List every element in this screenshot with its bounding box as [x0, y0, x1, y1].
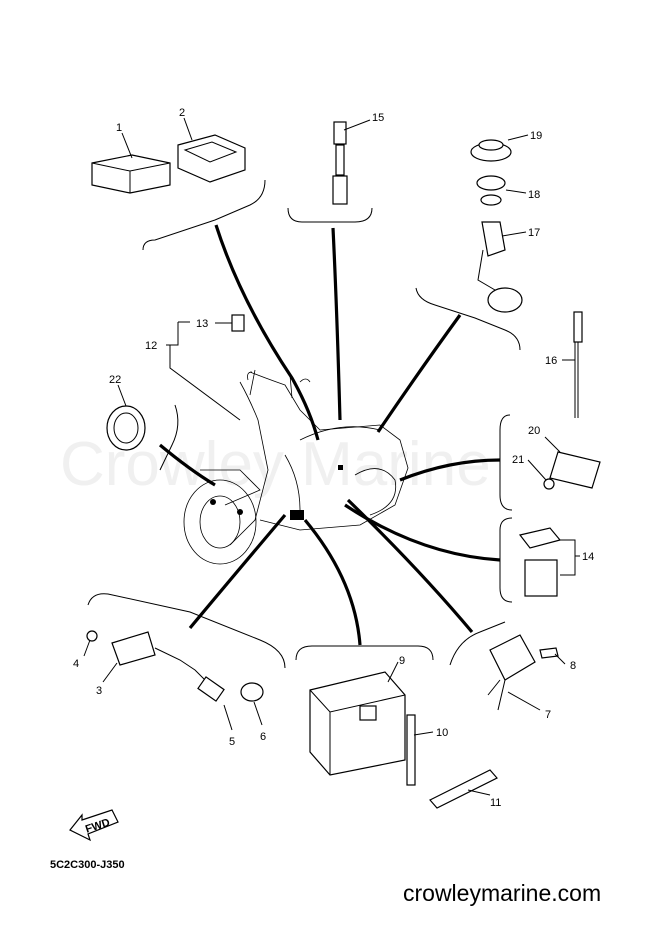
- leader-reflector: [399, 458, 501, 482]
- callout-6: 6: [260, 731, 266, 743]
- callout-14: 14: [582, 551, 594, 563]
- callout-16: 16: [545, 355, 557, 367]
- callout-11: 11: [490, 797, 501, 809]
- group-bracket-left: [159, 404, 179, 471]
- callout-18: 18: [528, 189, 540, 201]
- part-flasher-relay: [487, 634, 559, 711]
- callout-3: 3: [96, 685, 102, 697]
- callout-9: 9: [399, 655, 405, 667]
- fwd-arrow: FWD: [69, 809, 119, 842]
- leader-relay-bottom: [346, 498, 474, 634]
- callout-20: 20: [528, 425, 540, 437]
- part-relays: [518, 527, 562, 597]
- callout-15: 15: [372, 112, 384, 124]
- callout-22: 22: [109, 374, 121, 386]
- site-url: crowleymarine.com: [403, 880, 602, 906]
- callout-17: 17: [528, 227, 540, 239]
- group-bracket-top-right: [415, 287, 521, 351]
- part-ignition-coil: [86, 630, 264, 702]
- part-battery-band: [429, 769, 498, 809]
- leader-fuel-sender: [376, 314, 462, 433]
- part-battery: [309, 671, 406, 776]
- group-bracket-bottom-center: [295, 645, 434, 661]
- part-cdi-holder: [177, 134, 246, 183]
- callout-19: 19: [530, 130, 542, 142]
- part-cable-tie: [573, 311, 583, 418]
- group-bracket-right-upper: [499, 414, 513, 511]
- part-reflector: [543, 451, 601, 490]
- callout-7: 7: [545, 709, 551, 721]
- group-bracket-top-center: [287, 207, 373, 223]
- callout-2: 2: [179, 107, 185, 119]
- group-bracket-top-left: [142, 179, 266, 251]
- part-fuel-sender: [470, 139, 523, 313]
- leader-coil: [188, 513, 287, 630]
- part-horn: [106, 405, 146, 451]
- callout-4: 4: [73, 658, 79, 670]
- part-speed-sensor: [332, 121, 348, 205]
- leader-relays: [344, 503, 501, 562]
- callout-1: 1: [116, 122, 122, 134]
- part-cdi-unit: [91, 154, 171, 194]
- diagram-code: 5C2C300-J350: [50, 859, 125, 871]
- callout-13: 13: [196, 318, 208, 330]
- callout-5: 5: [229, 736, 235, 748]
- part-fuse: [231, 314, 245, 332]
- leader-left-light: [158, 443, 216, 487]
- part-battery-tube: [406, 714, 416, 786]
- callout-leaders: [83, 117, 580, 796]
- scooter-outline: [183, 369, 409, 565]
- group-bracket-bottom-left: [87, 593, 286, 669]
- leader-sender: [331, 227, 342, 421]
- leader-ecu: [214, 224, 320, 441]
- group-bracket-right-lower: [499, 517, 513, 603]
- callout-10: 10: [436, 727, 448, 739]
- callout-8: 8: [570, 660, 576, 672]
- leader-battery: [303, 518, 362, 646]
- callout-12: 12: [145, 340, 157, 352]
- callout-21: 21: [512, 454, 524, 466]
- group-bracket-bottom-right: [449, 621, 506, 666]
